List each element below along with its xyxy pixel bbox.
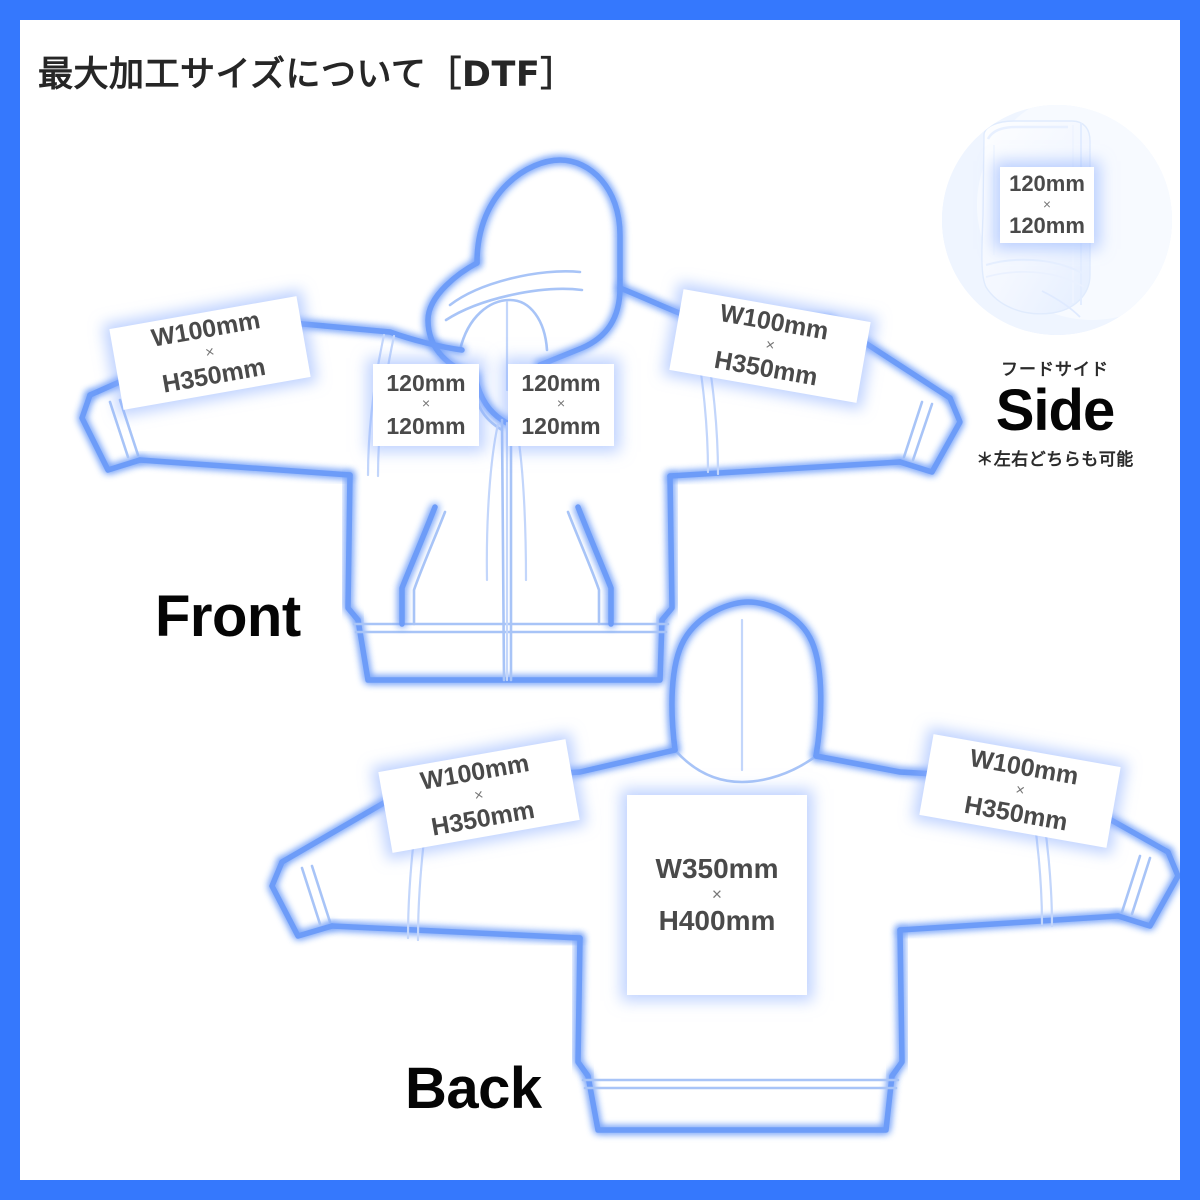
size-separator: × [421, 396, 431, 413]
size-separator: × [764, 336, 776, 355]
size-width: 120mm [1009, 171, 1085, 197]
size-width: W350mm [655, 853, 779, 885]
size-width: 120mm [521, 370, 601, 397]
size-separator: × [711, 884, 723, 905]
content-area: 最大加工サイズについて［DTF］ [20, 20, 1180, 1180]
page-title: 最大加工サイズについて［DTF］ [38, 55, 576, 95]
front-caption: Front [155, 584, 301, 649]
size-height: 120mm [386, 412, 466, 439]
size-width: 120mm [386, 370, 466, 397]
back-body-size-label: W350mm × H400mm [627, 795, 807, 995]
size-height: 120mm [1009, 212, 1085, 238]
size-separator: × [556, 396, 566, 413]
size-height: H400mm [658, 904, 776, 936]
front-chest-right-size-label: 120mm × 120mm [508, 364, 614, 446]
side-sub-label: フードサイド [1001, 360, 1109, 380]
side-section: 120mm × 120mm フードサイド Side ＊左右どちらも可能 [930, 105, 1180, 490]
back-caption: Back [405, 1056, 542, 1121]
size-separator: × [1043, 197, 1051, 213]
front-chest-left-size-label: 120mm × 120mm [373, 364, 479, 446]
side-caption: Side [995, 378, 1116, 443]
side-note: ＊左右どちらも可能 [976, 450, 1134, 470]
side-size-label: 120mm × 120mm [1000, 167, 1094, 243]
size-separator: × [1014, 781, 1026, 800]
size-height: 120mm [521, 412, 601, 439]
